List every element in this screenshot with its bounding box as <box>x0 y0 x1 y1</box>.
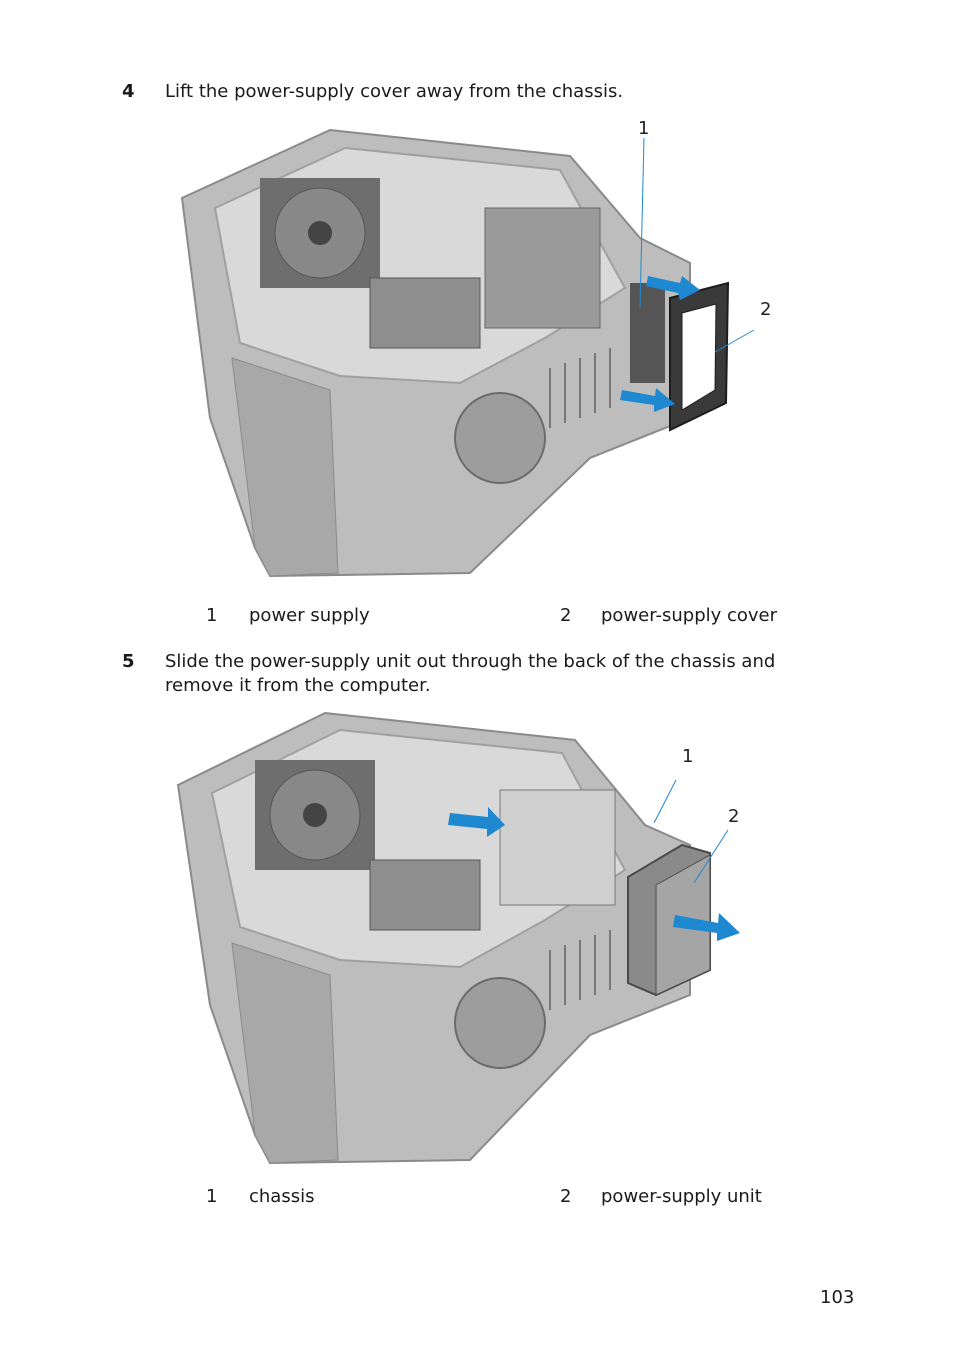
step-number: 4 <box>122 81 135 102</box>
arrow-icon <box>620 276 700 412</box>
page-number: 103 <box>820 1287 855 1308</box>
computer-chassis-illustration <box>180 128 691 578</box>
legend-number: 2 <box>560 1186 572 1207</box>
step-instruction: Lift the power-supply cover away from th… <box>165 81 624 102</box>
arrow-icon <box>448 807 740 941</box>
step-instruction: Slide the power-supply unit out through … <box>165 651 776 696</box>
legend-label: chassis <box>249 1186 315 1207</box>
computer-chassis-illustration <box>176 711 691 1165</box>
step-number: 5 <box>122 651 135 672</box>
power-supply-icon <box>484 207 601 329</box>
legend-label: power-supply unit <box>601 1186 762 1207</box>
callout-2: 2 <box>760 299 772 320</box>
legend-number: 1 <box>206 605 218 626</box>
figure-legend: 1 chassis 2 power-supply unit <box>206 1186 826 1212</box>
callout-1: 1 <box>638 118 650 139</box>
legend-number: 1 <box>206 1186 218 1207</box>
callout-1: 1 <box>682 746 694 767</box>
figure-remove-power-supply-unit <box>176 711 740 1165</box>
figure-remove-power-supply-cover <box>180 128 755 578</box>
legend-number: 2 <box>560 605 572 626</box>
legend-label: power-supply cover <box>601 605 778 626</box>
legend-label: power supply <box>249 605 370 626</box>
callout-2: 2 <box>728 806 740 827</box>
figure-legend: 1 power supply 2 power-supply cover <box>206 605 826 631</box>
power-supply-cover-illustration <box>669 281 730 432</box>
